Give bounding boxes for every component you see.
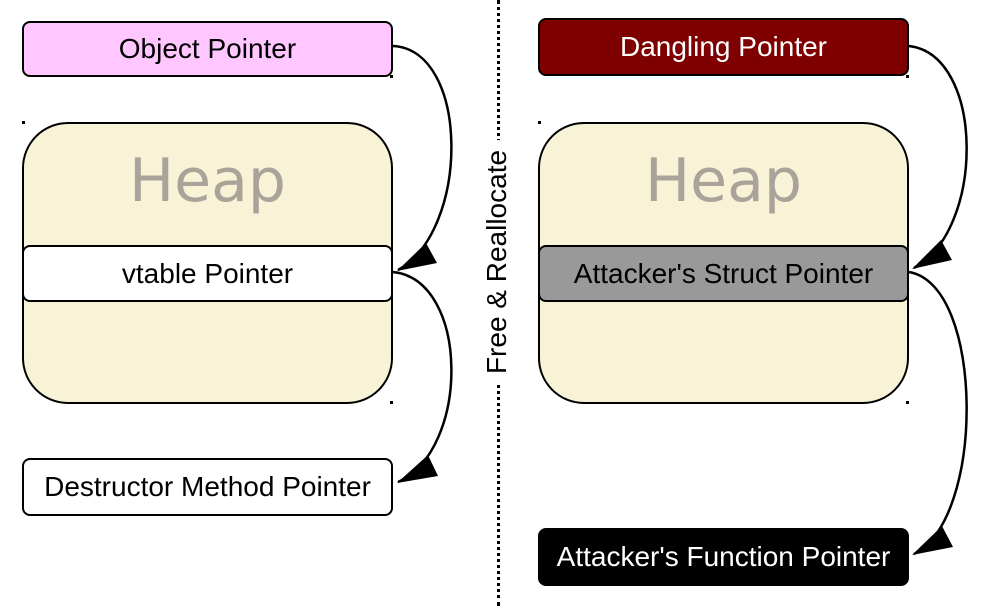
arrow-object-to-vtable bbox=[392, 44, 453, 272]
object-pointer-label: Object Pointer bbox=[118, 33, 297, 64]
arrow-dangling-to-struct bbox=[908, 44, 968, 270]
arrow-vtable-to-destructor bbox=[392, 270, 453, 484]
destructor-method-pointer-box: Destructor Method Pointer bbox=[22, 458, 393, 516]
object-pointer-box: Object Pointer bbox=[22, 21, 393, 77]
vtable-pointer-label: vtable Pointer bbox=[121, 257, 294, 289]
arrow-struct-to-function-head bbox=[912, 526, 953, 555]
left-heap-label: Heap bbox=[129, 146, 286, 216]
arrow-dangling-to-struct-head bbox=[912, 240, 952, 269]
arrow-object-to-vtable-head bbox=[397, 243, 437, 271]
arrow-vtable-to-destructor-head bbox=[397, 455, 438, 483]
right-heap-label: Heap bbox=[645, 146, 802, 216]
attackers-struct-pointer-box: Attacker's Struct Pointer bbox=[538, 245, 909, 302]
attackers-function-pointer-label: Attacker's Function Pointer bbox=[556, 541, 891, 572]
attackers-struct-pointer-label: Attacker's Struct Pointer bbox=[573, 257, 874, 289]
arrow-struct-to-function bbox=[908, 270, 968, 556]
vtable-pointer-box: vtable Pointer bbox=[22, 245, 393, 302]
destructor-method-pointer-label: Destructor Method Pointer bbox=[44, 471, 371, 502]
dangling-pointer-label: Dangling Pointer bbox=[619, 31, 828, 62]
dangling-pointer-box: Dangling Pointer bbox=[538, 18, 909, 76]
attackers-function-pointer-box: Attacker's Function Pointer bbox=[538, 528, 909, 586]
